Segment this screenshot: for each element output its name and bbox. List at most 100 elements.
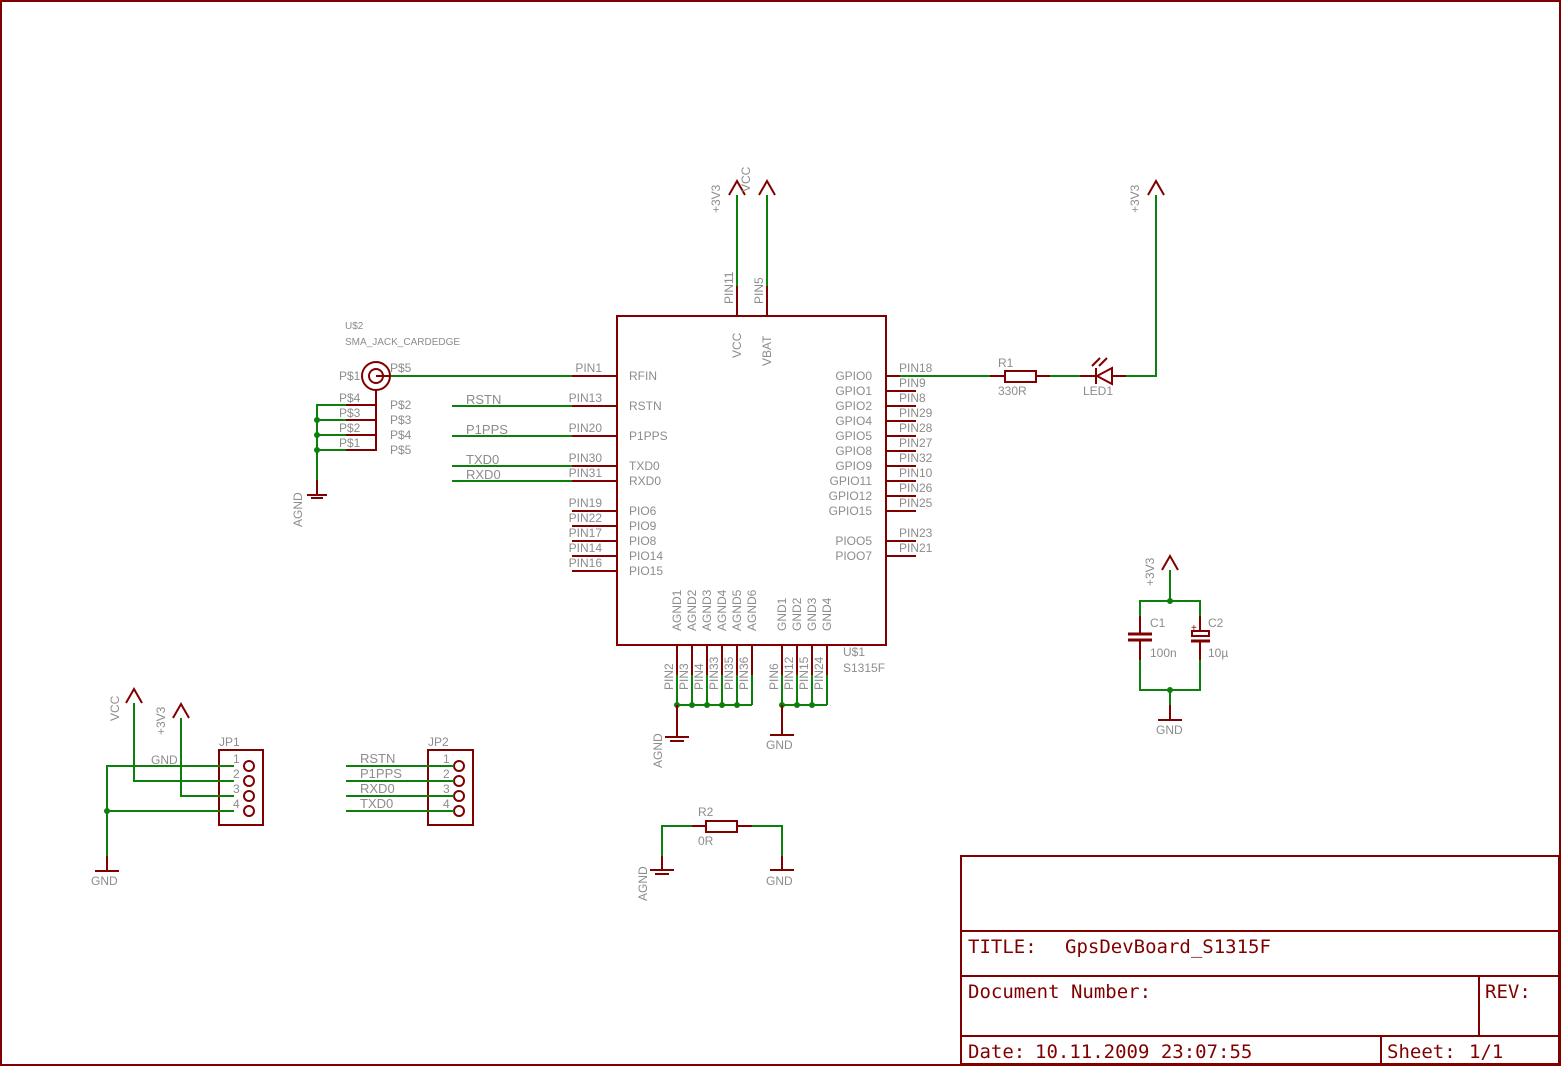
header-pin-icon[interactable] [453,760,465,772]
r2-value: 0R [698,834,714,848]
u1-pin-name-vcc: VCC [730,332,744,358]
wire-caps-bottom[interactable] [1139,660,1201,691]
u1-pin-number: PIN6 [767,663,781,690]
jp1-ref: JP1 [219,735,240,749]
u1-pin-number: PIN14 [569,541,603,555]
sheet-value: 1/1 [1469,1041,1503,1063]
u1-pin-name: AGND1 [670,589,684,631]
date-label: Date: [968,1041,1025,1063]
wire-r2-gnd[interactable] [752,825,783,856]
u1-pin-number: PIN15 [797,656,811,690]
r1-resistor[interactable] [1004,370,1037,383]
u2-right-pin-label: P$2 [390,398,412,412]
u1-gps-module[interactable]: U$1 S1315F VCC VBAT PIN11 PIN5 +3V3 VCC … [569,166,933,768]
jp2-body[interactable] [427,749,474,826]
u1-pin-name: PIO14 [629,549,663,563]
net-label-p1pps: P1PPS [466,422,508,437]
rev-label: REV: [1485,981,1531,1003]
supply-label-3v3: +3V3 [709,184,723,213]
net-label: RXD0 [360,781,395,796]
header-pin-icon[interactable] [453,805,465,817]
net-label: P1PPS [360,766,402,781]
u1-pin-number: PIN17 [569,526,603,540]
u1-pin-name: TXD0 [629,459,660,473]
title-label: TITLE: [968,936,1037,958]
u1-pin-number: PIN19 [569,496,603,510]
c1-ref: C1 [1150,616,1166,630]
led-light-arrow-icon [1091,357,1101,367]
header-pin-number: 2 [443,767,450,781]
u1-pin-name: GPIO9 [835,459,872,473]
u2-sma-jack[interactable]: U$2 SMA_JACK_CARDEDGE P$1 P$5 P$4 P$3 P$… [291,321,460,527]
title-block-frame [960,855,1560,1065]
supply-arrow-icon [758,178,776,196]
junction-dot [689,702,695,708]
junction-dot [809,702,815,708]
wire-jp1-gnd[interactable] [106,765,234,866]
led1-ref: LED1 [1083,384,1113,398]
wire-jp1-vcc[interactable] [133,703,234,782]
net-label: RSTN [360,751,395,766]
u2-right-pin-label: P$5 [390,443,412,457]
u1-pin-name: GPIO11 [830,474,873,488]
u1-pin-number: PIN12 [782,656,796,690]
header-pin-icon[interactable] [243,790,255,802]
r2-ground-bridge[interactable]: R2 0R AGND GND [636,805,794,901]
c2-value: 10µ [1208,646,1228,660]
u1-pin-name: AGND2 [685,589,699,631]
wire-r2-agnd[interactable] [661,825,692,856]
supply-label-agnd: AGND [291,492,305,527]
u1-pin-name: AGND6 [745,589,759,631]
u1-pin-name: GND2 [790,597,804,631]
u2-right-pin-label: P$3 [390,413,412,427]
u1-pin-name: GND4 [820,597,834,631]
u1-pin-name: PIO15 [629,564,663,578]
junction-dot [734,702,740,708]
r2-resistor[interactable] [705,820,738,833]
u1-pin-number: PIN27 [899,436,933,450]
header-pin-icon[interactable] [453,790,465,802]
u1-pin-name: GPIO15 [829,504,873,518]
wire-shield-agnd[interactable] [316,404,346,480]
supply-label-vcc: VCC [108,695,122,721]
u1-pin-name: PIOO7 [835,549,872,563]
led-anode-icon [1094,366,1113,386]
u1-pin-name: AGND3 [700,589,714,631]
r1-ref: R1 [998,356,1014,370]
u1-pin-number: PIN23 [899,526,933,540]
r1-value: 330R [998,384,1027,398]
header-pin-number: 4 [443,797,450,811]
u1-pin-number: PIN24 [812,656,826,690]
junction-dot [314,432,320,438]
u1-value: S1315F [843,661,885,675]
u1-pin-name: GPIO4 [835,414,872,428]
supply-label-gnd: GND [91,874,118,888]
net-label-gnd: GND [151,753,178,767]
header-pin-icon[interactable] [243,760,255,772]
wire-jp1-3v3[interactable] [180,718,234,797]
jp1-body[interactable] [218,749,264,826]
c1-value: 100n [1150,646,1177,660]
u1-pin-number: PIN32 [899,451,933,465]
u1-pin-number: PIN31 [569,466,603,480]
u1-pin-number: PIN3 [677,663,691,690]
wire-led-3v3[interactable] [1126,195,1157,377]
u1-pin-number: PIN28 [899,421,933,435]
u1-pin-num-vcc: PIN11 [722,271,736,304]
net-label-rstn: RSTN [466,392,501,407]
u2-left-pin-label: P$3 [339,406,361,420]
header-pin-icon[interactable] [453,775,465,787]
supply-label-3v3: +3V3 [1128,184,1142,213]
c2-ref: C2 [1208,616,1224,630]
title-value: GpsDevBoard_S1315F [1065,936,1271,958]
u1-pin-number: PIN16 [569,556,603,570]
header-pin-icon[interactable] [243,775,255,787]
u1-pin-number: PIN29 [899,406,933,420]
header-pin-icon[interactable] [243,805,255,817]
decoupling-capacitors[interactable]: +3V3 C1 100n + C2 10µ GND [1128,553,1228,737]
u1-ref: U$1 [843,645,865,659]
r1-led1-circuit[interactable]: R1 330R LED1 +3V3 [900,178,1165,398]
